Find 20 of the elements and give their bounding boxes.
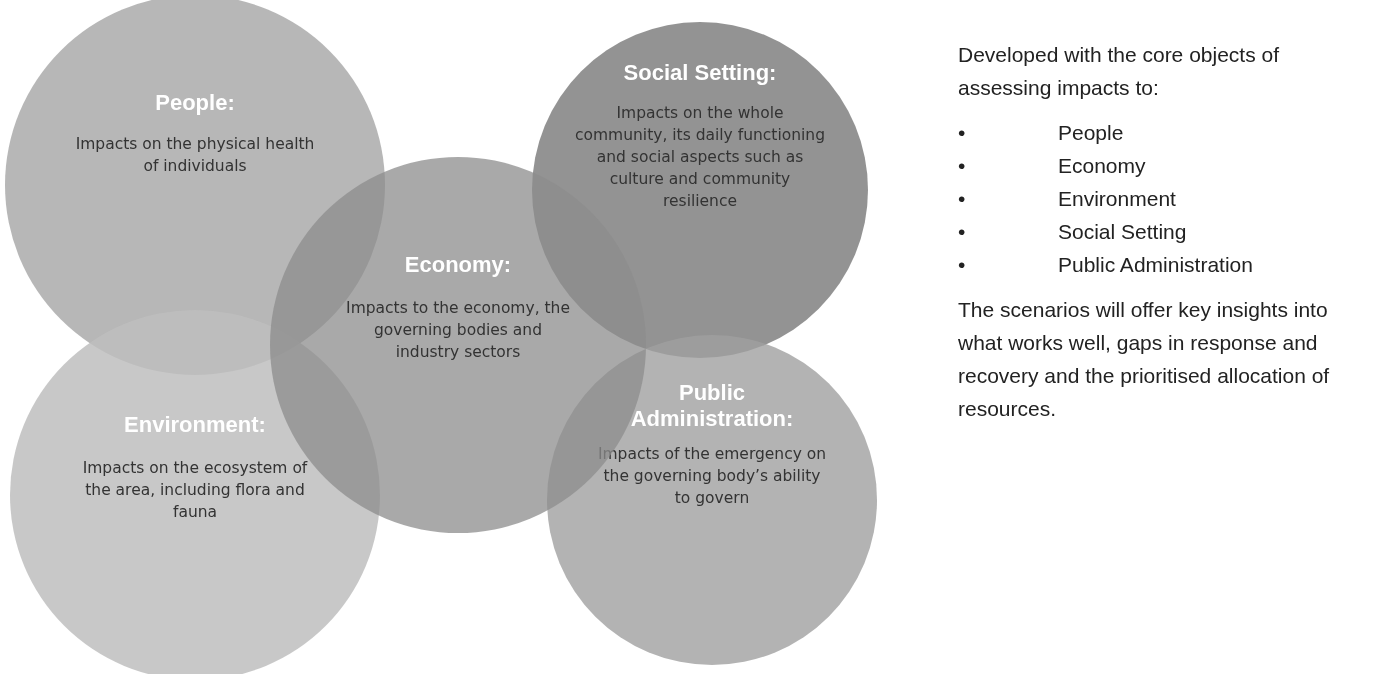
bullet-marker: • — [958, 186, 966, 212]
circle-description: Impacts on the ecosystem of the area, including flora and fauna — [81, 458, 309, 523]
bullet-marker: • — [958, 219, 966, 245]
summary-text: The scenarios will offer key insights into what works well, gaps in response and recovery and the prioritised allocation of resources. — [958, 297, 1331, 422]
circle-description: Impacts on the whole community, its daily functioning and social aspects such as culture and community resilience — [575, 103, 825, 212]
intro-text: Developed with the core objects of assessing impacts to: — [958, 42, 1281, 101]
bullet-marker: • — [958, 120, 966, 146]
bullet-marker: • — [958, 252, 966, 278]
circle-heading: Social Setting: — [622, 60, 778, 86]
circle-description: Impacts to the economy, the governing bodies and industry sectors — [345, 298, 571, 363]
circle-heading: Economy: — [403, 252, 513, 278]
bullet-item: Economy — [1058, 154, 1146, 177]
bullet-item: Public Administration — [1058, 253, 1253, 276]
circle-description: Impacts on the physical health of individuals — [74, 134, 316, 177]
circle-heading: Public Administration: — [629, 380, 795, 432]
bullet-item: Social Setting — [1058, 220, 1187, 243]
circle-heading: People: — [154, 90, 236, 116]
bullet-item: Environment — [1058, 187, 1176, 210]
bullet-item: People — [1058, 121, 1124, 144]
bullet-marker: • — [958, 153, 966, 179]
